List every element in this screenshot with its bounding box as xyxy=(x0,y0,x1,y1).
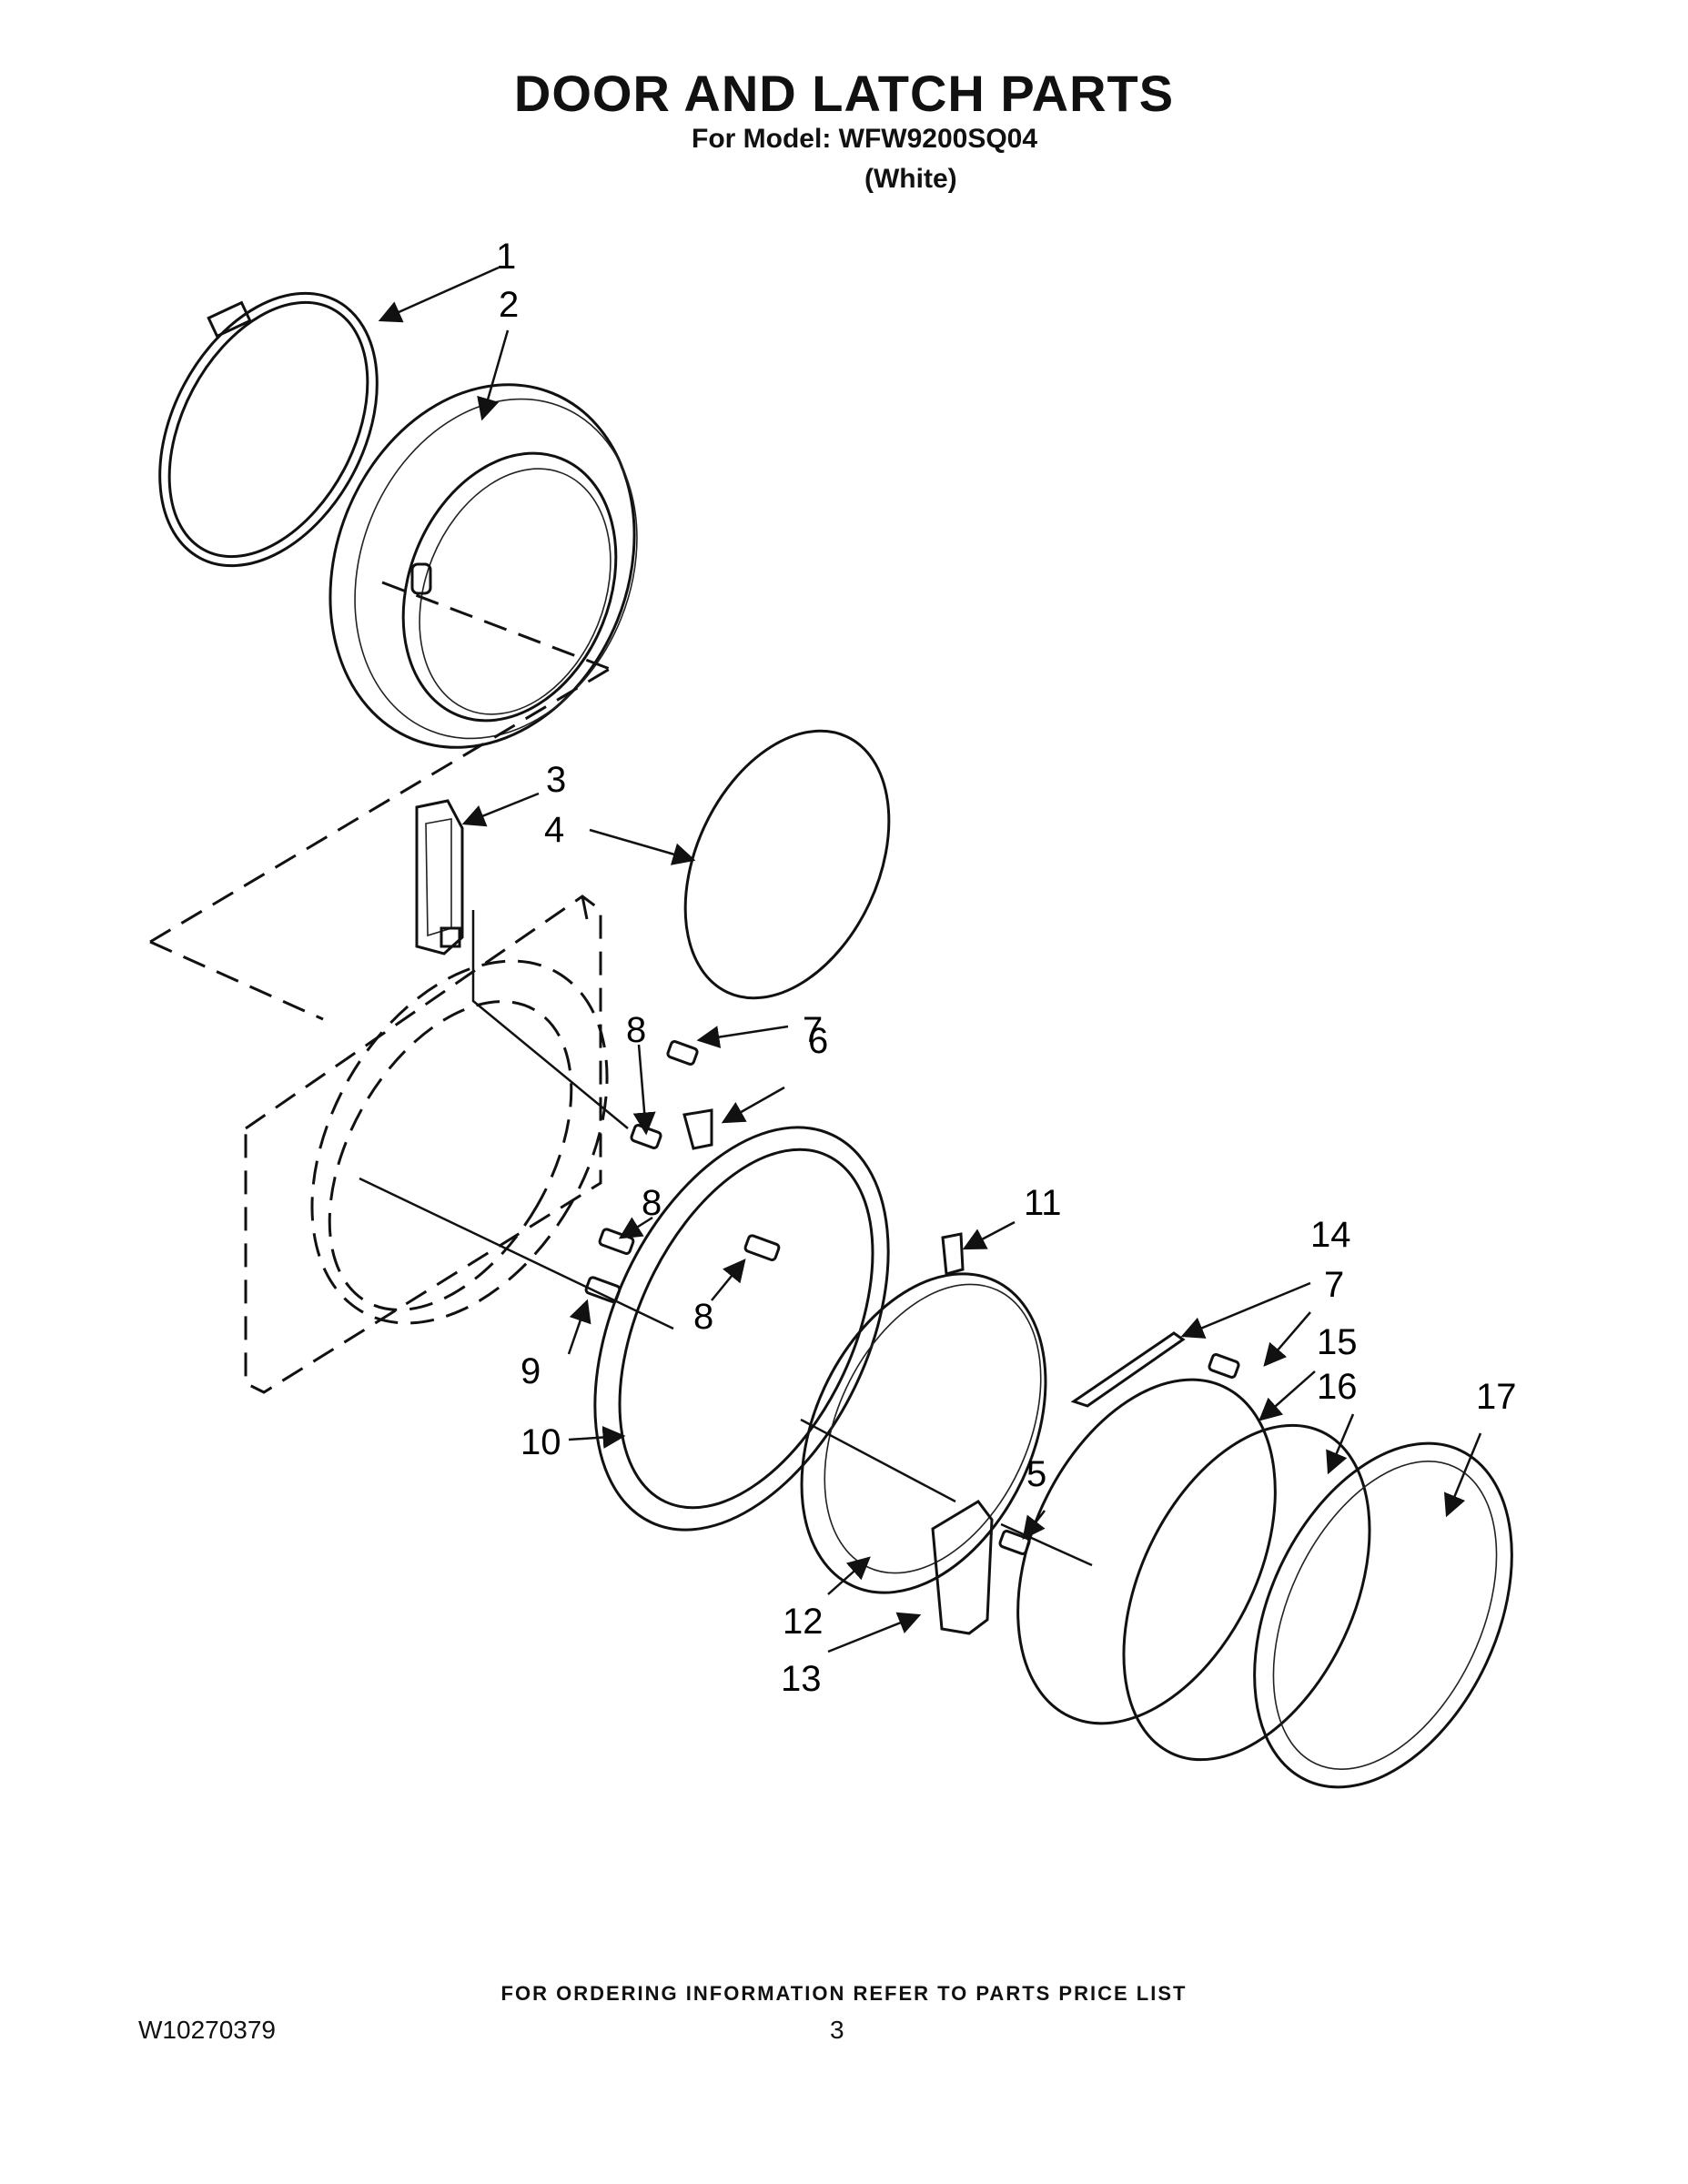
callout-10: 10 xyxy=(521,1422,561,1462)
callout-8c: 8 xyxy=(693,1297,713,1337)
page-title: DOOR AND LATCH PARTS xyxy=(513,65,1175,122)
callout-9: 9 xyxy=(521,1351,541,1391)
callout-13: 13 xyxy=(781,1659,822,1699)
callout-7a: 7 xyxy=(803,1010,823,1050)
part-11-clip xyxy=(941,1232,965,1276)
callout-1: 1 xyxy=(496,237,516,277)
callout-15: 15 xyxy=(1317,1322,1358,1362)
callout-7b: 7 xyxy=(1324,1265,1344,1305)
callout-8a: 8 xyxy=(626,1010,646,1050)
part-17-outer-door xyxy=(1253,1441,1513,1789)
model-line: For Model: WFW9200SQ04 xyxy=(692,124,1038,154)
part-10-inner-frame xyxy=(593,1126,890,1532)
callout-5: 5 xyxy=(1026,1454,1046,1494)
callout-12: 12 xyxy=(783,1602,824,1642)
cabinet-front-outline xyxy=(149,581,629,1394)
part-1-clamp-ring xyxy=(158,291,379,568)
part-13-handle xyxy=(931,1500,994,1635)
part-12-door-glass xyxy=(800,1272,1047,1594)
document-id: W10270379 xyxy=(138,2016,277,2044)
part-6-bracket xyxy=(682,1108,713,1150)
leader-lines xyxy=(378,266,1482,1653)
part-16-door-trim xyxy=(1122,1423,1371,1762)
assembly-centerline xyxy=(359,1177,1093,1567)
callout-17: 17 xyxy=(1476,1377,1517,1417)
callout-8b: 8 xyxy=(642,1183,662,1223)
part-2-bellows xyxy=(329,383,638,749)
part-4-seal-ring xyxy=(683,729,891,1000)
callout-6: 6 xyxy=(808,1021,828,1061)
callout-4: 4 xyxy=(544,810,564,850)
page-number: 3 xyxy=(830,2016,844,2044)
callout-16: 16 xyxy=(1317,1367,1358,1407)
callout-2: 2 xyxy=(499,285,519,325)
color-line: (White) xyxy=(864,164,957,194)
part-15-door-frame xyxy=(1016,1378,1277,1725)
ordering-note: FOR ORDERING INFORMATION REFER TO PARTS … xyxy=(500,1982,1188,2005)
part-3-latch-switch xyxy=(415,799,464,956)
callout-11: 11 xyxy=(1024,1183,1062,1223)
callout-14: 14 xyxy=(1310,1215,1351,1255)
part-14-hinge xyxy=(1070,1331,1186,1408)
callout-3: 3 xyxy=(546,760,566,800)
